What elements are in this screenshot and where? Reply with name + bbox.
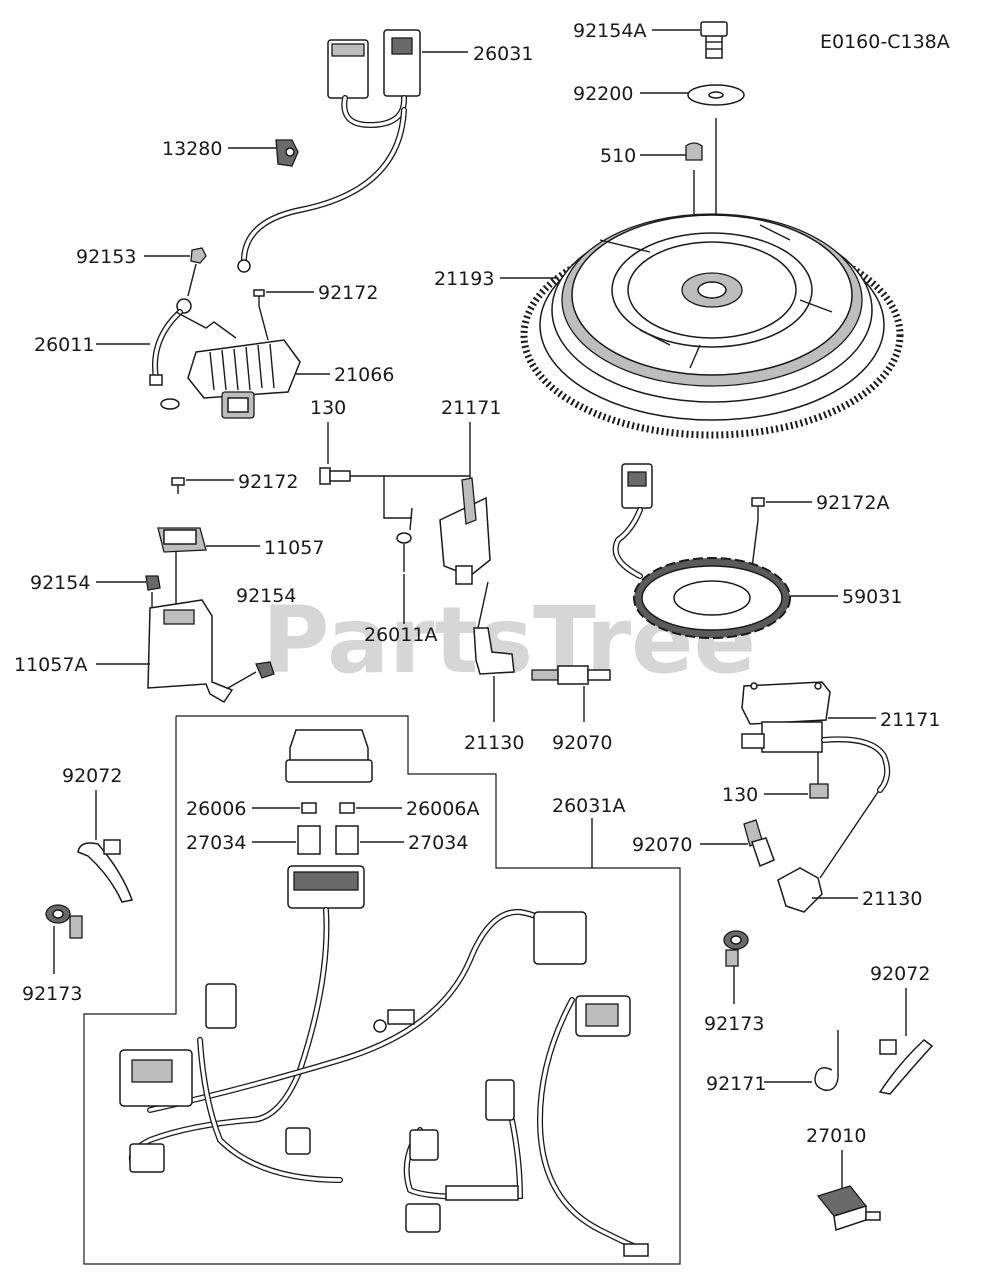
label-26031A: 26031A [552,795,625,817]
label-92171: 92171 [706,1073,766,1095]
wire-harness-26031A[interactable] [119,865,649,1257]
label-13280: 13280 [162,138,222,160]
label-92173-left: 92173 [22,983,82,1005]
label-92173-right: 92173 [704,1013,764,1035]
plug-cap-21130-mid[interactable] [473,627,515,675]
label-130-right: 130 [722,784,758,806]
clamp-92173-right[interactable] [723,930,749,967]
clamp-13280[interactable] [275,139,299,167]
screw-92172-top[interactable] [253,289,265,306]
label-92154-mid: 92154 [236,585,296,607]
label-26006: 26006 [186,798,246,820]
clamp-92173-left[interactable] [45,904,83,939]
plug-cap-21130-right[interactable] [777,867,823,913]
terminal-27034-right[interactable] [335,825,359,855]
cover-11057[interactable] [157,527,207,553]
label-11057A: 11057A [14,654,87,676]
spark-plug-92070-right[interactable] [743,819,775,868]
label-92070-right: 92070 [632,834,692,856]
label-27010: 27010 [806,1125,866,1147]
clip-92171[interactable] [814,1030,839,1091]
stator-59031[interactable] [612,463,791,639]
ignition-coil-21171-right[interactable] [741,681,891,793]
bracket-11057A[interactable] [147,599,234,703]
label-92200: 92200 [573,83,633,105]
label-26006A: 26006A [406,798,479,820]
label-27034-right: 27034 [408,832,468,854]
lead-26011A[interactable] [396,507,413,572]
screw-92172-mid[interactable] [171,477,185,494]
label-92154-left: 92154 [30,572,90,594]
label-130-top: 130 [310,397,346,419]
label-21066: 21066 [334,364,394,386]
spark-plug-92070-mid[interactable] [531,665,611,685]
tie-92072-left[interactable] [77,839,133,903]
label-92072-left: 92072 [62,765,122,787]
battery-cable-26031[interactable] [237,29,421,273]
bolt-130-top[interactable] [319,467,351,485]
label-92172-mid: 92172 [238,471,298,493]
ignition-coil-21171-top[interactable] [439,477,491,585]
label-92172A: 92172A [816,492,889,514]
label-27034-left: 27034 [186,832,246,854]
nut-92153[interactable] [190,247,207,264]
label-92153: 92153 [76,246,136,268]
label-11057: 11057 [264,537,324,559]
label-21193: 21193 [434,268,494,290]
flywheel-21193[interactable] [520,213,904,439]
ground-lead-26011[interactable] [149,263,197,410]
nut-92154-mid[interactable] [255,661,275,679]
label-92070-mid: 92070 [552,732,612,754]
label-92172-top: 92172 [318,282,378,304]
label-21130-right: 21130 [862,888,922,910]
label-21130-mid: 21130 [464,732,524,754]
label-26011: 26011 [34,334,94,356]
label-92072-right: 92072 [870,963,930,985]
terminal-26006[interactable] [301,802,317,814]
switch-27010[interactable] [816,1185,881,1231]
label-59031: 59031 [842,586,902,608]
label-26011A: 26011A [364,624,437,646]
label-21171-top: 21171 [441,397,501,419]
diagram-code: E0160-C138A [820,31,950,53]
key-510[interactable] [685,142,703,161]
bolt-92154A[interactable] [700,21,728,59]
regulator-21066[interactable] [187,339,301,419]
terminal-26006A[interactable] [339,802,355,814]
label-510: 510 [600,145,636,167]
connector-housing-top[interactable] [285,729,373,783]
screw-92172A[interactable] [751,497,765,520]
label-21171-right: 21171 [880,709,940,731]
label-26031: 26031 [473,43,533,65]
bolt-130-right[interactable] [809,783,829,799]
terminal-27034-left[interactable] [297,825,321,855]
washer-92200[interactable] [687,84,745,106]
label-92154A: 92154A [573,20,646,42]
tie-92072-right[interactable] [878,1039,934,1095]
harness-frame [83,715,681,1265]
nut-92154-left[interactable] [145,575,161,591]
